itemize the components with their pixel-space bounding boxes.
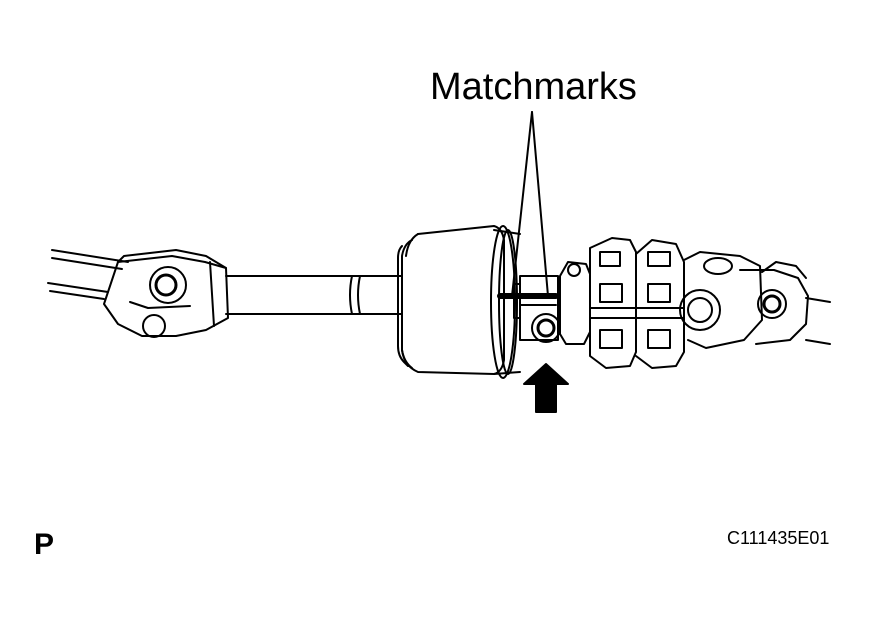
- bolt: [531, 313, 561, 343]
- arrow-up-icon: [523, 363, 569, 413]
- matchmarks-label: Matchmarks: [430, 66, 637, 108]
- figure-id-label: C111435E01: [727, 528, 830, 548]
- left-universal-joint: [103, 249, 229, 338]
- collar: [497, 275, 559, 341]
- dust-seal-body: [397, 225, 521, 379]
- right-universal-joint: [679, 251, 809, 349]
- flexible-coupling: [559, 237, 685, 369]
- view-code-label: P: [34, 528, 55, 561]
- left-shaft: [47, 249, 129, 300]
- intermediate-shaft: [225, 275, 403, 315]
- right-shaft: [805, 297, 831, 345]
- matchmarks-leader-lines: [511, 111, 549, 297]
